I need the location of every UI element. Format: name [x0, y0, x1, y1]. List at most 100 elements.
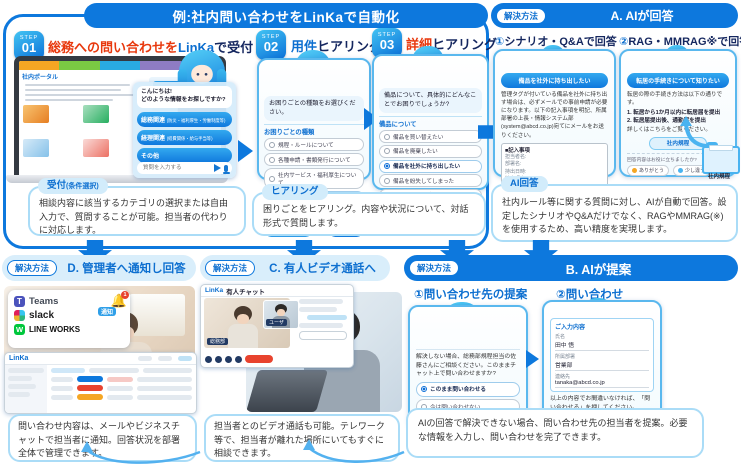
proposal-option-selected[interactable]: このまま問い合わせる	[416, 381, 520, 397]
step2-badge: STEP 02	[256, 30, 286, 60]
video-chat-log	[299, 299, 349, 340]
teams-label: Teams	[29, 295, 59, 307]
notification-tag: 通知	[97, 307, 116, 316]
step1-title: 総務への問い合わせをLinKaで受付	[48, 40, 254, 55]
user-message: 転居の手続きについて知りたい	[627, 73, 729, 88]
internal-rules-folder-icon	[702, 142, 740, 174]
slack-icon	[14, 309, 25, 321]
video-feed-user: ユーザ	[263, 300, 299, 329]
video-chat-window: LinKa 有人チャット 総務部 ユーザ	[200, 284, 354, 368]
category-option-keiri[interactable]: 経理関連 (経費関係・給与手当等)	[137, 129, 232, 145]
staff-label: 総務部	[207, 338, 229, 345]
send-icon[interactable]	[214, 164, 221, 172]
folder-to-chat-arrow	[680, 116, 707, 148]
hearing-caption-text: 困りごとをヒアリング。内容や状況について、対話形式で質問します。	[263, 204, 469, 228]
sectionB-sub1: ①問い合わせ先の提案	[414, 289, 528, 301]
question-input[interactable]	[141, 164, 211, 172]
dashboard-brand: LinKa	[9, 355, 29, 362]
mic-icon[interactable]	[222, 164, 230, 174]
arrow-chatB1-to-chatB2	[526, 350, 539, 368]
sectionD-title: D. 管理者へ通知し回答	[67, 263, 186, 275]
portal-title: 社内ポータル	[22, 75, 59, 81]
sectionB-title: B. AIが提案	[565, 262, 632, 277]
hearing-caption: ヒアリング 困りごとをヒアリング。内容や状況について、対話形式で質問します。	[252, 184, 486, 236]
share-icon[interactable]	[225, 355, 232, 363]
ai-answer-caption-text: 社内ルール等に関する質問に対し、AIが自動で回答。設定したシナリオやQ&Aだけで…	[502, 197, 727, 234]
sectionD-caption: 問い合わせ内容は、メールやビジネスチャットで担当者に通知。回答状況を部署全体で管…	[8, 414, 197, 462]
step3-option[interactable]: 備品を買い替えたい	[379, 130, 482, 144]
category-option-soumu[interactable]: 総務関連 (防災・福利厚生・労働制度等)	[137, 111, 232, 127]
lineworks-icon: W	[14, 323, 25, 335]
sectionB-sub2: ②問い合わせ	[556, 289, 624, 301]
sectionC-caption: 担当者とのビデオ通話も可能。テレワーク等で、担当者が離れた場所にいてもすぐに相談…	[204, 414, 400, 462]
step3-chat-card: 備品について、具体的にどんなことでお困りでしょうか? 備品について 備品を買い替…	[372, 54, 489, 235]
step3-option-selected[interactable]: 備品を社外に持ち出したい	[379, 159, 482, 173]
form-field-name: 氏名 田中 悟	[555, 333, 649, 351]
banner-text: 例:社内問い合わせをLinKaで自動化	[172, 9, 400, 25]
leave-call-button[interactable]	[245, 355, 273, 363]
laptop-base	[6, 175, 228, 183]
user-message: 備品を社外に持ち出したい	[501, 73, 608, 88]
step3-badge: STEP 03	[372, 28, 402, 58]
form-field-department: 所属部署 営業部	[555, 353, 649, 371]
form-field-contact: 連絡先 tanaka@abcd.co.jp	[555, 373, 649, 388]
reception-caption: 受付(条件選択) 相談内容に該当するカテゴリの選択または自由入力で、質問すること…	[28, 178, 246, 236]
greeting-bubble: こんにちは! どのような情報をお探しですか?	[137, 86, 232, 108]
camera-toggle-icon[interactable]	[215, 355, 222, 363]
step2-bot-bubble: お困りごとの種類をお選びください。	[264, 96, 364, 122]
portal-thumbnail	[83, 105, 109, 123]
solution-badge: 解決方法	[496, 7, 547, 24]
sectionD-header: 解決方法 D. 管理者へ通知し回答	[2, 255, 196, 281]
sectionB-caption: AIの回答で解決できない場合、問い合わせ先の担当者を提案。必要な情報を入力し、問…	[406, 408, 704, 458]
solution-badge: 解決方法	[7, 260, 58, 276]
step2-group-label: お困りごとの種類	[264, 124, 364, 136]
portal-thumbnail	[83, 139, 109, 157]
chat-tools-card: T Teams slack W LINE WORKS 🔔 1 通知	[8, 290, 130, 348]
feedback-positive-button[interactable]: ありがとう	[627, 164, 670, 176]
sectionC-header: 解決方法 C. 有人ビデオ通話へ	[200, 255, 390, 281]
user-label: ユーザ	[266, 319, 287, 326]
slack-label: slack	[29, 309, 55, 321]
step1-label: STEP	[19, 35, 39, 41]
step3-option[interactable]: 備品を廃棄したい	[379, 144, 482, 158]
step2-option[interactable]: 各種申請・書類発行について	[264, 153, 364, 167]
confirm-message: 以上の内容でお間違いなければ、「問い合わせる」を押してください。	[550, 396, 651, 411]
bot-answer: 転居の際の手続き方法は以下の通りです。	[627, 92, 723, 107]
reception-caption-text: 相談内容に該当するカテゴリの選択または自由入力で、質問することが可能。担当者の代…	[39, 198, 229, 235]
step3-option[interactable]: 備品を紛失してしまった	[379, 174, 482, 188]
solution-badge: 解決方法	[409, 260, 460, 276]
solution-badge: 解決方法	[205, 260, 256, 276]
sectionA-title: A. AIが回答	[610, 9, 674, 23]
sectionA-sub2: ②RAG・MMRAG※で回答	[619, 36, 741, 48]
teams-icon: T	[14, 295, 25, 307]
arrow-step1-to-step2	[238, 140, 253, 162]
linka-admin-dashboard: LinKa	[4, 352, 197, 414]
step3-group-label: 備品について	[379, 116, 482, 128]
step3-bot-bubble: 備品について、具体的にどんなことでお困りでしょうか?	[379, 88, 482, 114]
step2-chat-card: お困りごとの種類をお選びください。 お困りごとの種類 規程・ルールについて 各種…	[257, 58, 371, 238]
folder-label: 社内規程	[707, 174, 730, 180]
ai-answer-caption-tab: AI回答	[501, 176, 548, 193]
video-controls[interactable]	[205, 355, 273, 363]
portal-news-list	[22, 81, 142, 101]
step2-option[interactable]: 規程・ルールについて	[264, 138, 364, 152]
category-option-other[interactable]: その他	[137, 147, 232, 163]
more-icon[interactable]	[235, 355, 242, 363]
dashboard-table	[47, 365, 196, 413]
question-input-bar[interactable]	[137, 162, 232, 174]
sectionA-chat1: 備品を社外に持ち出したい 管理タグが付いている備品を社外に持ち出す場合は、必ずメ…	[493, 49, 616, 187]
lineworks-label: LINE WORKS	[29, 324, 81, 334]
bot-proposal: 解決しない場合、総務部規程担当の佐藤さんにご相談ください。このままチャット上で問…	[416, 349, 520, 379]
portal-thumbnail	[23, 105, 49, 123]
video-window-title: 有人チャット	[226, 288, 265, 296]
inquiry-form-card: ご入力内容 氏名 田中 悟 所属部署 営業部 連絡先 tanaka@abcd.c…	[550, 318, 654, 392]
sectionA-sub1: ①シナリオ・Q&Aで回答	[495, 36, 617, 48]
more-link-text: 詳しくはこちらをご覧ください。	[627, 127, 711, 134]
video-window-brand: LinKa	[205, 287, 224, 294]
notification-count-badge: 1	[121, 291, 129, 299]
bot-answer: 管理タグが付いている備品を社外に持ち出す場合は、必ずメールでの事前申請が必要にな…	[501, 92, 608, 139]
mic-toggle-icon[interactable]	[205, 355, 212, 363]
reception-caption-tab: 受付(条件選択)	[38, 178, 108, 195]
linka-chat-widget: こんにちは! どのような情報をお探しですか? 総務関連 (防災・福利厚生・労働制…	[133, 82, 236, 178]
ai-answer-caption: AI回答 社内ルール等に関する質問に対し、AIが自動で回答。設定したシナリオやQ…	[491, 176, 738, 242]
